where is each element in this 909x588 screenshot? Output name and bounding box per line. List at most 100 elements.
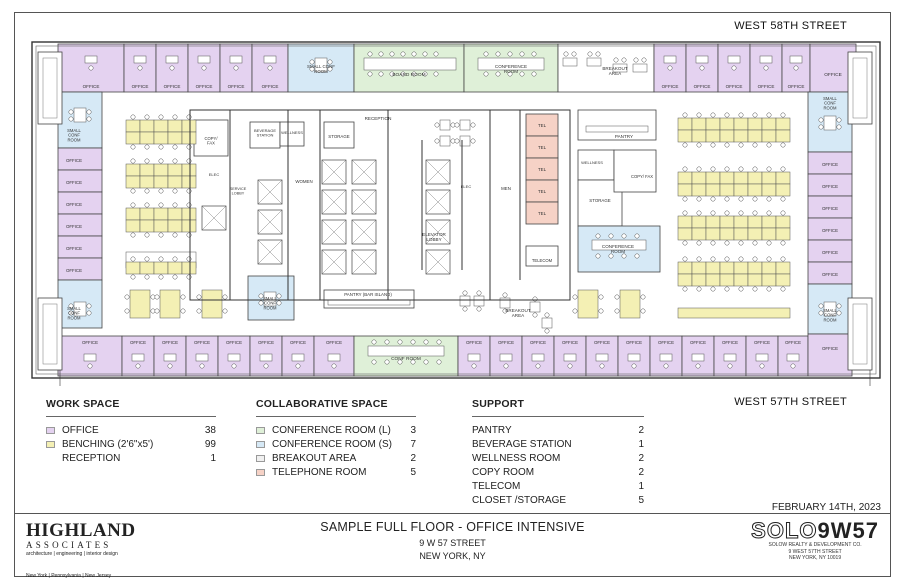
bench-desk xyxy=(691,261,707,275)
chair xyxy=(836,310,842,316)
chair xyxy=(169,65,175,71)
bench-desk xyxy=(691,171,707,185)
desk xyxy=(695,55,709,64)
bench-desk xyxy=(691,183,707,197)
chair xyxy=(724,142,730,148)
room-label: COPY/ FAX xyxy=(631,174,653,179)
chair xyxy=(696,112,702,118)
chair xyxy=(696,196,702,202)
chair xyxy=(233,65,239,71)
bench-desk xyxy=(733,129,749,143)
chair xyxy=(738,166,744,172)
chair xyxy=(682,210,688,216)
bench-desk xyxy=(719,171,735,185)
chair xyxy=(613,57,619,63)
chair xyxy=(531,51,537,57)
core xyxy=(189,109,571,301)
chair xyxy=(663,363,669,369)
chair xyxy=(780,166,786,172)
chair xyxy=(567,363,573,369)
chair xyxy=(423,359,429,365)
chair xyxy=(696,240,702,246)
bench-desk xyxy=(747,171,763,185)
room-label: OFFICE xyxy=(822,228,838,233)
chair xyxy=(144,232,150,238)
chair xyxy=(172,114,178,120)
legend-item: CONFERENCE ROOM (S)7 xyxy=(256,437,416,451)
chair xyxy=(411,51,417,57)
chair xyxy=(682,240,688,246)
room-label: OFFICE xyxy=(262,84,279,89)
chair xyxy=(86,109,92,115)
chair xyxy=(172,202,178,208)
legend-label: PANTRY xyxy=(472,424,512,436)
bench-desk xyxy=(719,261,735,275)
elevator-x xyxy=(321,159,347,185)
chair xyxy=(130,232,136,238)
desk xyxy=(591,239,647,251)
desk xyxy=(477,57,545,71)
legend-work-title: WORK SPACE xyxy=(46,398,120,410)
chair xyxy=(641,57,647,63)
bench-desk xyxy=(775,227,791,241)
room-label: OFFICE xyxy=(562,340,578,345)
desk xyxy=(659,353,673,362)
desk xyxy=(823,115,837,131)
desk xyxy=(327,299,411,306)
bench-desk xyxy=(153,163,169,177)
chair xyxy=(696,166,702,172)
light-well-inner xyxy=(42,57,58,119)
bench-desk xyxy=(705,129,721,143)
room-label: OFFICE xyxy=(722,340,738,345)
chair xyxy=(144,274,150,280)
bench-desk xyxy=(677,215,693,229)
chair xyxy=(587,51,593,57)
chair xyxy=(598,294,604,300)
bench-desk xyxy=(705,215,721,229)
chair xyxy=(738,112,744,118)
bench-desk xyxy=(181,207,197,221)
bench-desk xyxy=(167,261,183,275)
desk xyxy=(263,55,277,64)
chair xyxy=(295,363,301,369)
desk xyxy=(723,353,737,362)
chair xyxy=(397,339,403,345)
chair xyxy=(544,312,550,318)
chair xyxy=(476,290,482,296)
bench-desk xyxy=(167,219,183,233)
chair xyxy=(135,363,141,369)
chair xyxy=(144,202,150,208)
chair xyxy=(614,294,620,300)
bench-desk xyxy=(167,119,183,133)
room-label: OFFICE xyxy=(164,84,181,89)
legend-label: CONFERENCE ROOM (L) xyxy=(272,424,391,436)
chair xyxy=(258,293,264,299)
chair xyxy=(158,232,164,238)
bench-desk xyxy=(761,227,777,241)
chair xyxy=(180,308,186,314)
chair xyxy=(483,71,489,77)
chair xyxy=(634,253,640,259)
bench-desk xyxy=(677,129,693,143)
chair xyxy=(68,109,74,115)
chair xyxy=(167,363,173,369)
chair xyxy=(172,158,178,164)
elevator-x xyxy=(425,159,451,185)
chair xyxy=(682,166,688,172)
chair xyxy=(172,256,178,262)
wellness xyxy=(577,149,615,181)
room-label: MEN xyxy=(501,186,511,191)
chair xyxy=(172,188,178,194)
desk xyxy=(691,353,705,362)
room-label: OFFICE xyxy=(82,340,98,345)
desk xyxy=(459,135,471,147)
bench-desk xyxy=(747,227,763,241)
bench-desk xyxy=(775,171,791,185)
room-label: TEL xyxy=(538,145,547,150)
chair xyxy=(434,122,440,128)
bench-desk xyxy=(705,273,721,287)
